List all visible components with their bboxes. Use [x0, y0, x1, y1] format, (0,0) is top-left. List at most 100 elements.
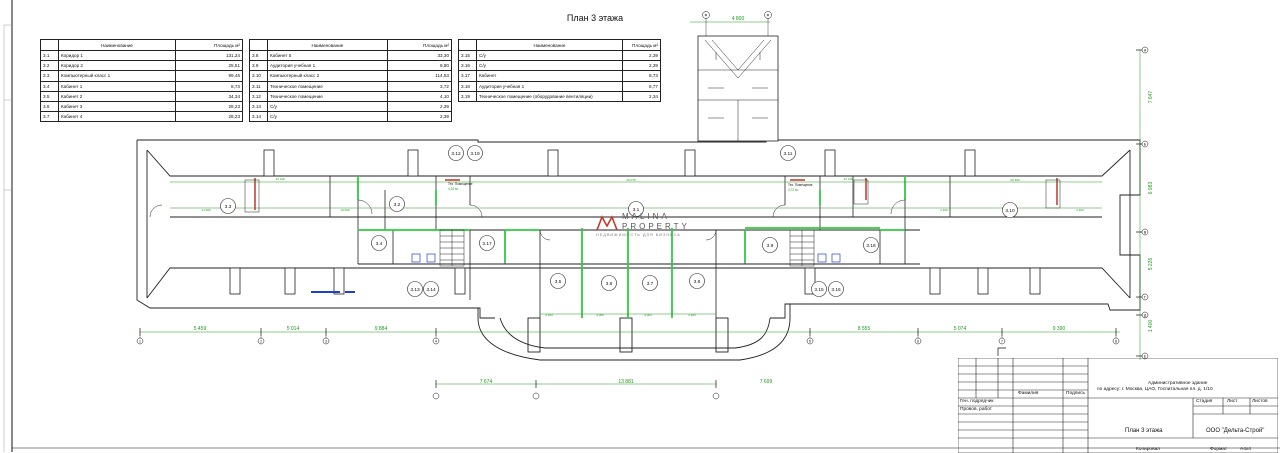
room-tag-circle — [448, 145, 464, 161]
title-block-sheet: Лист — [1227, 399, 1238, 404]
title-block-sheets: Листов — [1252, 399, 1268, 404]
schedule-cell-area: 8,77 — [621, 80, 662, 92]
schedule-cell-id: 3.9 — [249, 60, 268, 72]
axis-label-top: Ф — [705, 14, 708, 18]
axis-label-bottom: 6 — [917, 340, 919, 344]
dim-left-bottom: 9 884 — [375, 326, 388, 332]
schedule-header-num — [458, 39, 477, 51]
dim-inner: 2 400 — [1076, 208, 1084, 212]
schedule-header-area: Площадь м² — [621, 39, 662, 51]
schedule-header-area: Площадь м² — [386, 39, 453, 51]
schedule-cell-id: 3.7 — [40, 111, 59, 123]
dim-center-bottom: 13 881 — [618, 379, 634, 385]
schedule-cell-id: 3.17 — [458, 70, 477, 82]
schedule-cell-area: 34,34 — [175, 90, 243, 102]
room-tag-circle — [811, 281, 827, 297]
axis-bubble-top — [702, 11, 710, 19]
title-block-address: по адресу: г. Москва, ЦАО, Госпитальная … — [1097, 387, 1213, 392]
schedule-cell-name: Кабинет — [476, 70, 623, 82]
schedule-cell-id: 3.18 — [458, 80, 477, 92]
dim-right-side: 5 226 — [1148, 258, 1154, 271]
room-tag-circle — [550, 273, 566, 289]
schedule-header-row: Наименование Площадь м² — [40, 39, 243, 51]
axis-bubble-right — [1141, 352, 1149, 360]
schedule-header-num — [249, 39, 268, 51]
axis-label-right: Д — [1144, 313, 1147, 317]
schedule-cell-name: Компьютерный класс 1 — [57, 70, 177, 82]
room-tag-label: 3.3 — [225, 204, 232, 210]
tech-room-right-name: Тех. Помещение — [788, 183, 813, 187]
axis-bubble-center — [432, 392, 440, 400]
schedule-cell-area: 99,45 — [175, 70, 243, 82]
dim-right-side: 6 983 — [1148, 182, 1154, 195]
malina-logo-icon — [596, 215, 618, 231]
schedule-cell-area: 2,34 — [621, 90, 662, 102]
schedule-cell-area: 8,73 — [175, 80, 243, 92]
schedule-header-area: Площадь м² — [175, 39, 243, 51]
schedule-cell-name: Техническое помещение — [267, 90, 388, 102]
room-tag-label: 3.12 — [451, 151, 461, 157]
dim-center-bottom: 7 699 — [760, 379, 773, 385]
schedule-cell-id: 3.2 — [40, 60, 59, 72]
room-tag-circle — [762, 237, 778, 253]
dim-inner: 14 149 — [843, 177, 853, 181]
title-block-prov-rab: Провов. работ — [960, 407, 993, 412]
axis-label-right: В — [1144, 230, 1147, 234]
schedule-cell-name: Кабинет 4 — [57, 111, 177, 123]
room-tag-circle — [1002, 202, 1018, 218]
watermark-brand: MALINA — [622, 212, 670, 221]
schedule-cell-name: Коридор 2 — [57, 60, 177, 72]
schedule-cell-id: 3.4 — [40, 80, 59, 92]
title-block-project: Административное здание — [1148, 381, 1208, 386]
schedule-cell-id: 3.10 — [249, 70, 268, 82]
room-tag-label: 3.19 — [470, 151, 480, 157]
room-tag-label: 3.8 — [694, 279, 701, 285]
room-tag-label: 3.17 — [482, 241, 492, 247]
schedule-cell-id: 3.5 — [40, 90, 59, 102]
schedule-cell-area: 3,72 — [386, 80, 453, 92]
dim-right-bottom: 5 074 — [954, 326, 967, 332]
schedule-cell-area: 28,23 — [175, 100, 243, 113]
dim-inner: 2 400 — [688, 313, 696, 317]
room-tag-label: 3.13 — [410, 287, 420, 293]
watermark-brand-2: PROPERTY — [622, 222, 690, 231]
schedule-cell-name: Кабинет 1 — [57, 80, 177, 92]
title-block-format-label: Формат — [1210, 447, 1228, 452]
schedule-header-num — [40, 39, 59, 51]
schedule-cell-name: С/у — [476, 60, 623, 72]
schedule-header-row: Наименование Площадь м² — [458, 39, 662, 51]
schedule-header-name: Наименование — [57, 39, 177, 51]
axis-label-bottom: 1 — [139, 340, 141, 344]
dim-center-bottom: 7 674 — [480, 379, 493, 385]
schedule-cell-id: 3.6 — [40, 100, 59, 113]
schedule-cell-name: Кабинет 3 — [57, 100, 177, 113]
schedule-cell-id: 3.15 — [458, 49, 477, 62]
axis-label-bottom: 8 — [1115, 340, 1117, 344]
room-tag-label: 3.16 — [831, 287, 841, 293]
dim-inner: 20 300 — [1010, 178, 1020, 182]
room-tag-label: 3.18 — [866, 243, 876, 249]
schedule-cell-name: Коридор 1 — [57, 49, 177, 62]
schedule-cell-area: 33,30 — [386, 49, 453, 62]
room-tag-label: 3.1 — [633, 207, 640, 213]
axis-bubble-bottom — [432, 337, 440, 345]
dim-inner: 14 149 — [275, 177, 285, 181]
schedule-header-row: Наименование Площадь м² — [249, 39, 453, 51]
axis-label-right: А — [1144, 48, 1147, 52]
room-tag-label: 3.9 — [767, 243, 774, 249]
